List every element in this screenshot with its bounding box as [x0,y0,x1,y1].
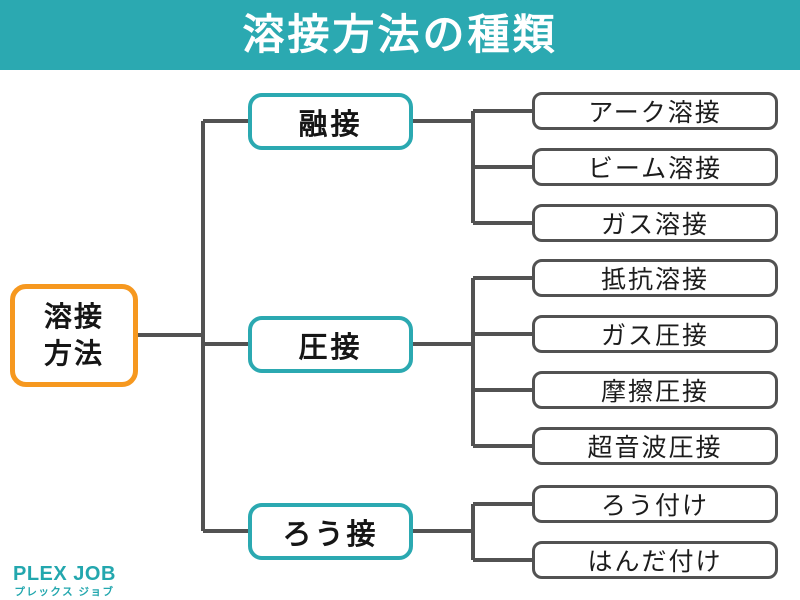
node-leaf-resistance-welding: 抵抗溶接 [532,259,778,297]
fusion-group-connector [413,109,532,225]
node-branch-pressure: 圧接 [248,316,413,373]
brazing-group-connector [413,502,532,562]
logo-kana: プレックス ジョブ [14,586,115,598]
pressure-group-connector [413,276,532,448]
page-title: 溶接方法の種類 [242,11,558,58]
logo-wordmark: PLEX JOB [13,563,116,585]
node-leaf-beam-welding: ビーム溶接 [532,148,778,186]
node-branch-brazing: ろう接 [248,503,413,560]
node-leaf-gas-welding: ガス溶接 [532,204,778,242]
node-leaf-ultrasonic-welding: 超音波圧接 [532,427,778,465]
node-root: 溶接 方法 [10,284,138,387]
title-banner: 溶接方法の種類 [0,0,800,70]
node-leaf-gas-pressure-welding: ガス圧接 [532,315,778,353]
trunk-connector [138,119,248,533]
node-leaf-brazing: ろう付け [532,485,778,523]
node-branch-fusion: 融接 [248,93,413,150]
node-leaf-arc-welding: アーク溶接 [532,92,778,130]
plex-job-logo: PLEX JOB プレックス ジョブ [13,564,116,598]
node-root-line1: 溶接 [43,300,104,332]
node-leaf-soldering: はんだ付け [532,541,778,579]
node-root-line2: 方法 [43,337,104,369]
node-leaf-friction-welding: 摩擦圧接 [532,371,778,409]
